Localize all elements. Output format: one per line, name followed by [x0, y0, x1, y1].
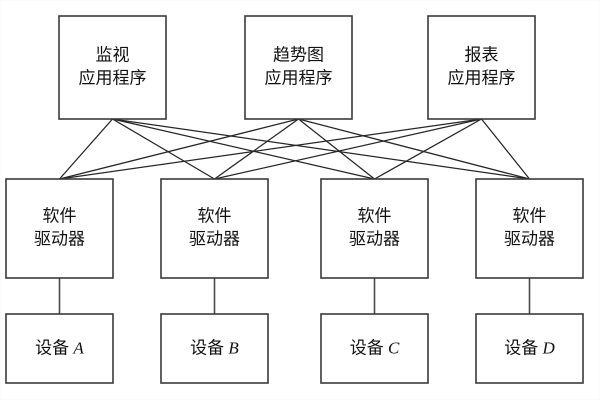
device-node-device-b[interactable]: 设备 B	[160, 313, 269, 384]
application-node-label-line1: 监视	[96, 45, 130, 64]
device-node-box[interactable]	[160, 313, 269, 384]
device-node-letter: B	[228, 338, 239, 357]
device-node-device-a[interactable]: 设备 A	[5, 313, 114, 384]
driver-node-box[interactable]	[160, 178, 269, 279]
driver-node-box[interactable]	[475, 178, 584, 279]
link-app-monitor-to-driver-b	[112, 118, 215, 180]
driver-node-box[interactable]	[320, 178, 429, 279]
application-node-label-line2: 应用程序	[265, 68, 333, 87]
device-node-box[interactable]	[5, 313, 114, 384]
link-app-report-to-driver-a	[59, 118, 482, 180]
link-app-report-to-driver-c	[374, 118, 482, 180]
device-node-letter: A	[72, 338, 84, 357]
link-app-trend-to-driver-a	[59, 118, 299, 180]
device-node-label: 设备 D	[504, 338, 555, 357]
driver-node-label-line2: 驱动器	[189, 229, 240, 248]
link-app-monitor-to-driver-c	[112, 118, 375, 180]
device-node-box[interactable]	[475, 313, 584, 384]
driver-node-label-line1: 软件	[43, 206, 77, 225]
driver-node-label-line1: 软件	[513, 206, 547, 225]
device-node-group: 设备 A 设备 B 设备 C 设备 D	[5, 313, 584, 384]
link-app-report-to-driver-b	[214, 118, 482, 180]
device-node-label: 设备 B	[190, 338, 239, 357]
driver-node-label-line1: 软件	[358, 206, 392, 225]
driver-node-label-line2: 驱动器	[349, 229, 400, 248]
application-node-label-line2: 应用程序	[79, 68, 147, 87]
application-node-box[interactable]	[58, 15, 167, 120]
device-node-device-c[interactable]: 设备 C	[320, 313, 429, 384]
application-node-label-line1: 报表	[465, 45, 499, 64]
application-node-label-line1: 趋势图	[273, 45, 324, 64]
link-app-trend-to-driver-d	[298, 118, 530, 180]
device-node-letter: C	[388, 338, 400, 357]
driver-node-box[interactable]	[5, 178, 114, 279]
device-node-box[interactable]	[320, 313, 429, 384]
driver-to-device-link-group	[58, 278, 531, 314]
link-app-report-to-driver-d	[481, 118, 530, 180]
link-app-monitor-to-driver-a	[59, 118, 113, 180]
device-node-device-d[interactable]: 设备 D	[475, 313, 584, 384]
link-app-monitor-to-driver-d	[112, 118, 530, 180]
device-node-letter: D	[541, 338, 555, 357]
application-node-box[interactable]	[427, 15, 536, 120]
application-node-box[interactable]	[244, 15, 353, 120]
driver-node-label-line1: 软件	[198, 206, 232, 225]
device-node-label: 设备 A	[35, 338, 84, 357]
link-app-trend-to-driver-b	[214, 118, 299, 180]
device-node-label: 设备 C	[350, 338, 400, 357]
driver-node-label-line2: 驱动器	[34, 229, 85, 248]
application-node-label-line2: 应用程序	[448, 68, 516, 87]
driver-node-label-line2: 驱动器	[504, 229, 555, 248]
app-to-driver-link-group	[59, 118, 530, 180]
link-app-trend-to-driver-c	[298, 118, 375, 180]
